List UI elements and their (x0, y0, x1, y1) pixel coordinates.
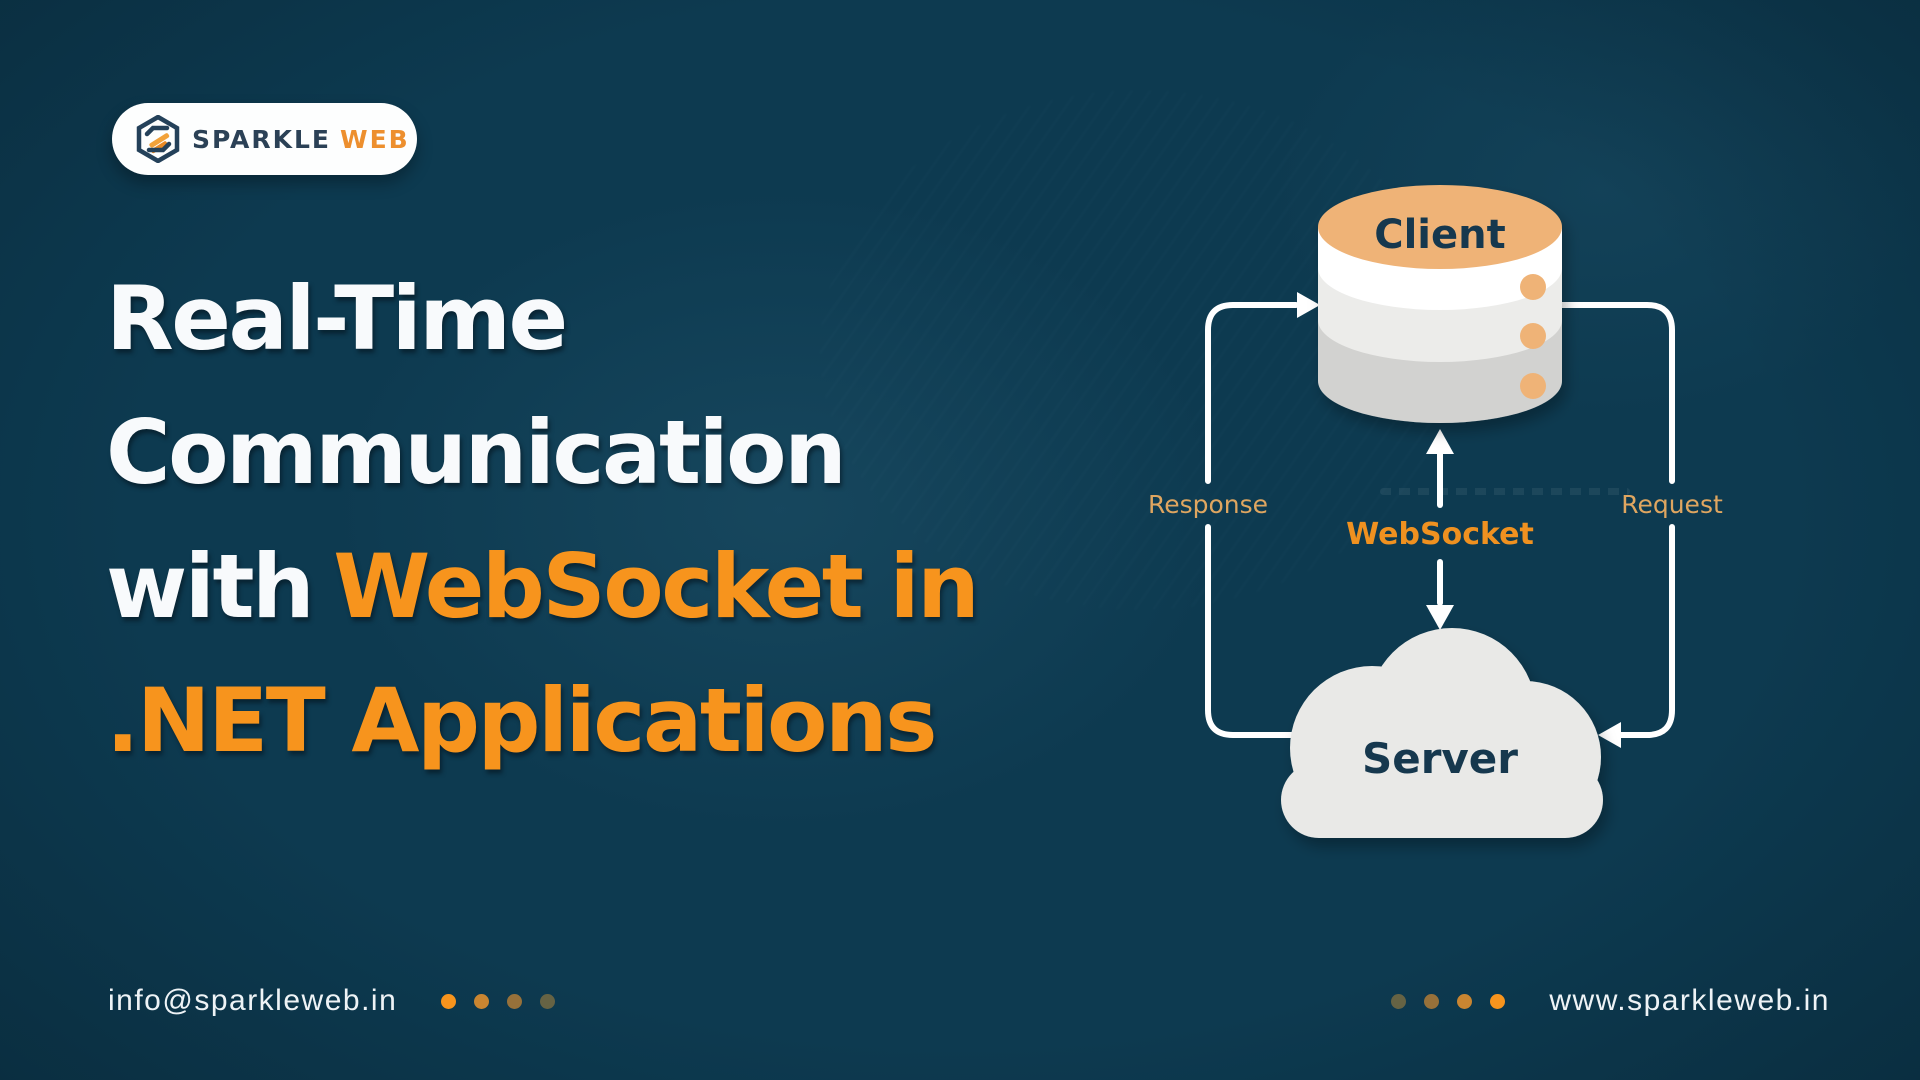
dot-icon (1490, 993, 1506, 1009)
request-label: Request (1621, 490, 1723, 519)
footer-dots-right (1391, 993, 1506, 1009)
dot-icon (1457, 993, 1473, 1009)
dot-icon (1424, 993, 1440, 1009)
headline-line-2: Communication (106, 401, 847, 504)
response-arrowhead-icon (1297, 292, 1320, 318)
headline-line-4: .NET Applications (106, 669, 938, 772)
logo-wordmark: SPARKLE WEB (192, 125, 410, 154)
footer-dots-left (441, 993, 556, 1009)
background-circuit-dashes (1380, 488, 1630, 495)
background-glow (1150, 0, 1920, 500)
logo-pill: SPARKLE WEB (112, 103, 417, 175)
dot-icon (1391, 993, 1407, 1009)
response-path (1205, 292, 1320, 738)
footer-left: info@sparkleweb.in (108, 984, 556, 1018)
up-arrowhead-icon (1426, 429, 1454, 454)
sparkleweb-hexagon-icon (136, 115, 180, 163)
headline-line-1: Real-Time (106, 267, 568, 370)
logo-text-sparkle: SPARKLE (192, 124, 332, 154)
response-label: Response (1148, 490, 1268, 519)
server-label: Server (1362, 734, 1518, 783)
down-arrowhead-icon (1426, 605, 1454, 630)
website-link[interactable]: www.sparkleweb.in (1549, 984, 1830, 1017)
request-path (1559, 302, 1675, 748)
email-link[interactable]: info@sparkleweb.in (108, 984, 398, 1017)
server-cloud-icon (1281, 628, 1603, 838)
headline-line-3-orange: WebSocket in (333, 535, 979, 638)
dot-icon (474, 993, 490, 1009)
request-arrowhead-icon (1598, 722, 1621, 748)
logo-text-web: WEB (340, 124, 410, 154)
websocket-arrow (1426, 429, 1454, 630)
client-database-icon (1318, 185, 1562, 423)
headline-line-3-white: with (106, 535, 315, 638)
footer-right: www.sparkleweb.in (1391, 984, 1830, 1018)
client-label: Client (1374, 212, 1506, 258)
websocket-label: WebSocket (1346, 517, 1534, 552)
dot-icon (441, 993, 457, 1009)
dot-icon (540, 993, 556, 1009)
dot-icon (507, 993, 523, 1009)
